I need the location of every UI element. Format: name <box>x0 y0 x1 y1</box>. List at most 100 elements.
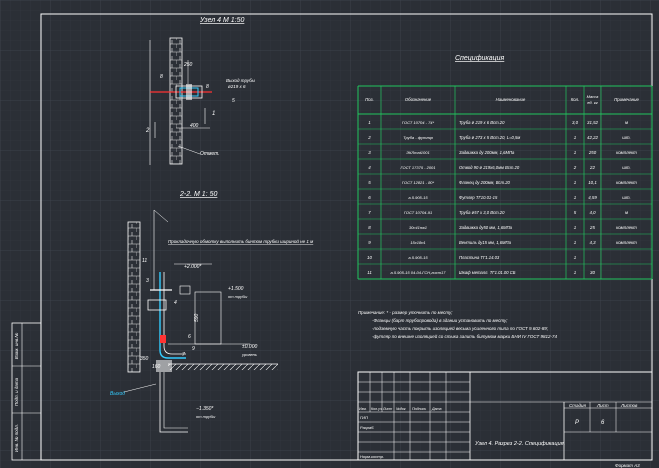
spec-cell-0-2: Труба ø 219 х 6 Вст.20 <box>459 120 505 125</box>
spec-cell-0-3: 3,0 <box>572 120 579 125</box>
note-1: -Фланцы (барт трубопровода) в здании уст… <box>372 318 508 323</box>
spec-cell-6-4: 4,0 <box>589 210 596 215</box>
spec-header-5: Примечание <box>614 97 639 102</box>
side-stamp-label-0: Взам. инв.№ <box>14 333 19 360</box>
stamp-sheets-label: Листов <box>620 403 638 408</box>
spec-cell-8-1: 15с18п1 <box>410 240 425 245</box>
spec-cell-2-0: 3 <box>368 150 371 155</box>
spec-cell-1-1: Труба - футляр <box>403 135 433 140</box>
spec-cell-7-3: 1 <box>574 225 577 230</box>
vyh-label: Выход трубы <box>226 78 256 83</box>
section-2-2: 2-2. М 1: 50 Прокладочную обмотку выполн… <box>110 191 313 433</box>
spec-cell-3-2: Отвод 90 ø 219х6,0мм Вст.20 <box>459 165 520 170</box>
spec-cell-1-3: 1 <box>574 135 577 140</box>
stamp-col-3: №док <box>396 407 406 411</box>
spec-cell-9-1: а.5.905-15 <box>408 255 428 260</box>
spec-cell-4-2: Фланец ду 200мм, Вст.20 <box>459 180 511 185</box>
spec-cell-5-5: шт. <box>622 195 630 200</box>
dim-3: 3 <box>146 278 149 284</box>
spec-cell-6-5: м <box>625 210 628 215</box>
dim-590: 590 <box>194 313 200 322</box>
spec-cell-0-0: 1 <box>368 120 371 125</box>
spec-cell-8-0: 9 <box>368 240 371 245</box>
stamp-col-1: Кол.уч <box>371 407 382 411</box>
note-0: Примечание: * - размер уточнить по месту… <box>358 310 453 315</box>
spec-cell-5-4: 4,59 <box>588 195 597 200</box>
stamp-title: Узел 4. Разрез 2-2. Спецификация. <box>474 441 565 447</box>
node-title: Узел 4 М 1:50 <box>199 17 244 24</box>
dim-6: 6 <box>188 334 191 340</box>
spec-cell-5-1: а.5.905-15 <box>408 195 428 200</box>
elev-000: ±0.000 <box>242 344 257 350</box>
side-stamp: Взам. инв.№ Подп. и дата Инв. № подл. <box>11 322 42 461</box>
spec-cell-10-4: 30 <box>590 270 595 275</box>
spec-cell-0-1: ГОСТ 10704 - 74* <box>402 120 435 125</box>
elev-000-sub: уровень <box>241 352 257 357</box>
spec-cell-10-0: 11 <box>367 270 372 275</box>
dim-4: 4 <box>174 300 177 306</box>
spec-cell-4-5: комплект <box>616 180 637 185</box>
stamp-col-5: Дата <box>431 407 441 411</box>
section-wall <box>127 221 141 373</box>
spec-cell-3-3: 2 <box>573 165 577 170</box>
vyhod2-label: Выход <box>110 391 125 397</box>
spec-cell-10-3: 1 <box>574 270 577 275</box>
spec-cell-7-5: комплект <box>616 225 637 230</box>
spec-cell-3-0: 4 <box>368 165 371 170</box>
spec-cell-0-5: м <box>625 120 628 125</box>
elev-1500-sub: от трубы <box>228 294 247 299</box>
spec-cell-1-0: 2 <box>367 135 371 140</box>
spec-cell-5-2: Футляр ТГ10.01-15 <box>459 195 498 200</box>
spec-cell-2-3: 1 <box>574 150 577 155</box>
spec-header-4-b: ед. кг <box>587 100 598 105</box>
node-wall <box>169 37 183 165</box>
dim-8b: 8 <box>206 84 209 90</box>
spec-cell-8-4: 4,3 <box>589 240 596 245</box>
spec-cell-2-4: 250 <box>588 150 597 155</box>
spec-cell-1-4: 42,22 <box>587 135 599 140</box>
spec-cell-9-2: Пластина ТГ1.14.03 <box>459 255 500 260</box>
stamp-col-4: Подпись <box>412 407 426 411</box>
spec-header-3: Кол. <box>571 97 579 102</box>
spec-cell-4-0: 5 <box>368 180 371 185</box>
stamp-stage-label: Стадия <box>569 403 586 408</box>
spec-cell-6-3: 5 <box>574 210 577 215</box>
spec-cell-4-1: ГОСТ 12821 - 80* <box>402 180 435 185</box>
spec-cell-3-5: шт. <box>622 165 630 170</box>
elev-neg-sub: от трубы <box>196 414 215 419</box>
spec-cell-1-2: Труба ø 273 х 5 Вст.20, L=0,5м <box>459 135 520 140</box>
side-stamp-label-1: Подп. и дата <box>14 377 19 406</box>
spec-header-4: Масса <box>587 94 600 99</box>
spec-cell-8-5: комплект <box>616 240 637 245</box>
spec-cell-6-2: Труба ø57 x 3,0 Вст.20 <box>459 210 505 215</box>
dim-11: 11 <box>142 258 147 264</box>
valve-red <box>160 335 166 343</box>
spec-cell-3-4: 22 <box>589 165 595 170</box>
spec-notes: Примечание: * - размер уточнить по месту… <box>358 310 557 339</box>
spec-cell-9-3: 1 <box>574 255 577 260</box>
stamp-col-2: Лист <box>382 407 392 411</box>
spec-cell-0-4: 31,52 <box>587 120 599 125</box>
elev-2000: +2.000* <box>184 264 202 270</box>
stamp-format: Формат А3 <box>615 463 640 468</box>
spec-cell-2-1: ЭКЛmat1001 <box>406 150 429 155</box>
stamp-col-0: Изм. <box>359 407 367 411</box>
dim-160: 160 <box>152 364 161 370</box>
note-2: -подземную часть покрыть изоляцией весьм… <box>372 325 549 331</box>
spec-cell-9-0: 10 <box>367 255 372 260</box>
spec-cell-3-1: ГОСТ 17375 - 2001 <box>400 165 435 170</box>
spec-cell-8-2: Вентиль ду15 мм, 1,6МПа <box>459 240 512 245</box>
spec-header-1: Обозначение <box>405 97 432 102</box>
spec-cell-5-3: 1 <box>574 195 577 200</box>
spec-cell-7-1: 30с41нж1 <box>409 225 427 230</box>
spec-cell-4-4: 10,1 <box>588 180 597 185</box>
dim-8: 8 <box>160 74 163 80</box>
otmetka-label: Отмет. <box>200 151 220 157</box>
spec-cell-7-0: 8 <box>368 225 371 230</box>
spec-cell-2-2: Задвижка ду 200мм, 1,6МПа <box>459 150 515 155</box>
spec-cell-5-0: 6 <box>368 195 371 200</box>
spec-cell-6-1: ГОСТ 10704-91 <box>404 210 432 215</box>
title-block: Изм. Кол.уч Лист №док Подпись Дата ГИП Р… <box>357 371 653 468</box>
